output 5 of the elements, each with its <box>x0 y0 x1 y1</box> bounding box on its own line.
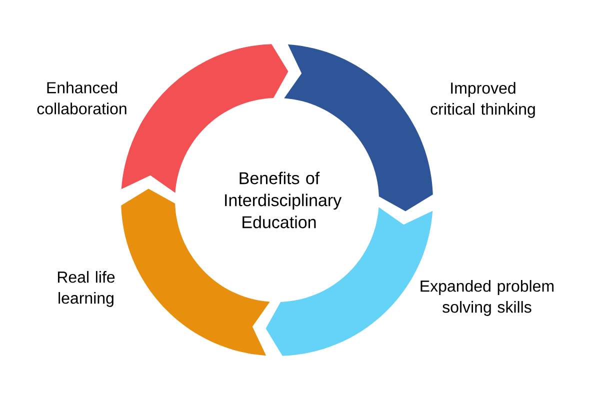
segment-label: Enhanced collaboration <box>37 82 126 114</box>
segment-label: Real life learning <box>58 271 115 307</box>
center-title: Benefits of Interdisciplinary Education <box>225 172 342 228</box>
segment-label: Expanded problem solving skills <box>420 280 554 316</box>
segment-label: Improved critical thinking <box>430 82 535 118</box>
